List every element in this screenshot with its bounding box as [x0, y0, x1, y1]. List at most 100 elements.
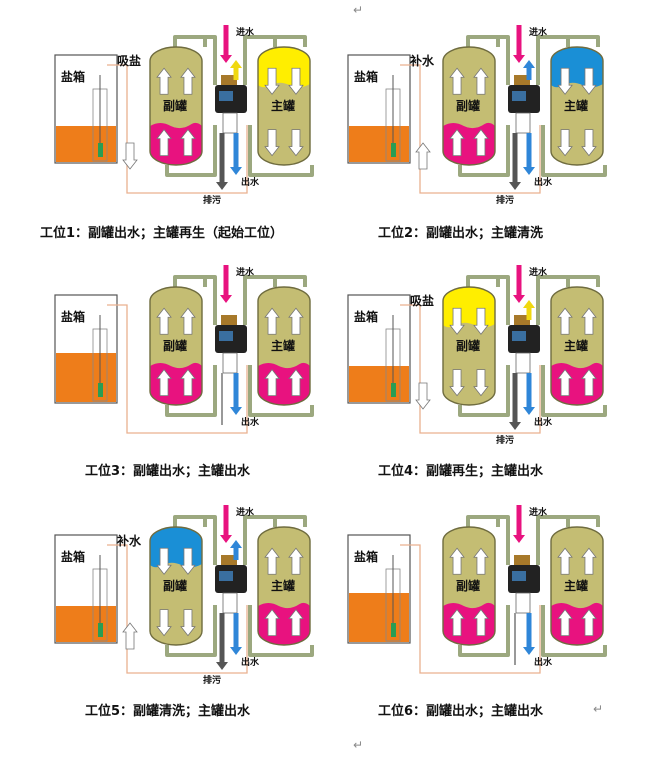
float-valve — [98, 143, 103, 157]
up-arrow-icon — [473, 67, 489, 95]
brine-line — [400, 64, 541, 194]
down-arrow-icon — [473, 369, 489, 397]
tank-label: 主罐 — [271, 98, 295, 113]
main-top-pipe — [273, 515, 307, 527]
up-arrow-icon — [264, 608, 280, 636]
salt-box-label: 盐箱 — [354, 69, 378, 84]
brine-level — [349, 366, 409, 402]
main-top-pipe — [566, 515, 600, 527]
control-valve — [215, 555, 247, 614]
up-arrow-icon — [288, 307, 304, 335]
tank-label: 副罐 — [163, 338, 187, 353]
down-arrow-icon — [473, 307, 489, 335]
valve-cap — [514, 315, 530, 325]
drain-arrow — [509, 133, 521, 190]
pipe-network — [165, 35, 314, 177]
down-arrow-icon — [122, 142, 138, 170]
inlet-label: 进水 — [529, 266, 548, 278]
exhausted-zone — [443, 122, 495, 165]
valve-display — [219, 331, 233, 341]
up-arrow-icon — [557, 608, 573, 636]
main-to-valve-pipe — [243, 275, 275, 325]
regen-zone — [443, 287, 495, 328]
up-arrow-icon — [122, 622, 138, 650]
aux-to-valve-pipe — [205, 275, 217, 325]
valve-port — [515, 592, 531, 614]
exhausted-zone — [551, 362, 603, 405]
inlet-arrow — [220, 505, 232, 543]
control-valve — [508, 555, 540, 614]
valve-port — [222, 352, 238, 374]
caption-stage-5: 工位5：副罐清洗；主罐出水 — [85, 704, 251, 719]
up-arrow-icon — [156, 128, 172, 156]
salt-box-label: 盐箱 — [61, 69, 85, 84]
tank-outline — [257, 46, 311, 166]
aux-tank: 副罐 — [149, 286, 203, 406]
drain-arrow — [216, 133, 228, 190]
tank-label: 副罐 — [163, 98, 187, 113]
main-bottom-pipe — [248, 365, 314, 417]
tank-label: 主罐 — [564, 578, 588, 593]
salt-box: 盐箱 — [54, 54, 118, 164]
main-tank: 主罐 — [257, 46, 311, 166]
rinse-zone — [551, 47, 603, 88]
up-arrow-icon — [581, 368, 597, 396]
up-arrow-icon — [156, 67, 172, 95]
aux-to-valve-pipe — [205, 35, 217, 85]
valve-display — [512, 571, 526, 581]
up-arrow-icon — [180, 307, 196, 335]
drain-arrow — [509, 373, 521, 430]
regen-flow-arrow — [523, 60, 535, 80]
down-arrow-icon — [180, 609, 196, 637]
down-arrow-icon — [288, 129, 304, 157]
tank-label: 主罐 — [271, 338, 295, 353]
caption-stage-6: 工位6：副罐出水；主罐出水 — [378, 704, 544, 719]
tank-label: 主罐 — [564, 98, 588, 113]
salt-box-label: 盐箱 — [61, 309, 85, 324]
exhausted-zone — [150, 362, 202, 405]
aux-top-pipe — [466, 35, 500, 47]
outlet-arrow — [230, 373, 242, 415]
main-bottom-pipe — [541, 365, 607, 417]
outlet-label: 出水 — [241, 416, 260, 428]
main-top-pipe — [566, 275, 600, 287]
up-arrow-icon — [288, 608, 304, 636]
brine-tag: 吸盐 — [117, 53, 141, 68]
outlet-arrow — [523, 373, 535, 415]
brine-level — [56, 353, 116, 402]
down-arrow-icon — [264, 67, 280, 95]
up-arrow-icon — [581, 608, 597, 636]
down-arrow-icon — [557, 129, 573, 157]
caption-stage-2: 工位2：副罐出水；主罐清洗 — [378, 226, 544, 241]
paragraph-mark-right: ↵ — [593, 702, 604, 716]
inlet-label: 进水 — [529, 26, 548, 38]
aux-tank: 副罐 — [442, 46, 496, 166]
pipe-network — [165, 515, 314, 657]
up-arrow-icon — [415, 142, 431, 170]
exhausted-zone — [258, 602, 310, 645]
outlet-label: 出水 — [241, 176, 260, 188]
main-top-pipe — [566, 35, 600, 47]
salt-box: 盐箱 — [54, 534, 118, 644]
stage-panel-2: 盐箱补水副罐主罐进水出水排污 — [347, 25, 607, 206]
down-arrow-icon — [156, 609, 172, 637]
drain-label: 排污 — [496, 194, 514, 206]
salt-box: 盐箱 — [347, 534, 411, 644]
main-top-pipe — [273, 35, 307, 47]
control-valve — [508, 75, 540, 134]
brine-level — [56, 606, 116, 642]
aux-top-pipe — [466, 275, 500, 287]
tank-label: 副罐 — [456, 98, 480, 113]
float-valve — [98, 383, 103, 397]
up-arrow-icon — [180, 128, 196, 156]
up-arrow-icon — [473, 128, 489, 156]
valve-port — [222, 112, 238, 134]
outlet-label: 出水 — [534, 176, 553, 188]
main-to-valve-pipe — [536, 515, 568, 565]
pipe-network — [458, 515, 607, 657]
main-top-pipe — [273, 275, 307, 287]
tank-outline — [550, 526, 604, 646]
brine-line — [107, 64, 248, 194]
main-to-valve-pipe — [243, 515, 275, 565]
outlet-label: 出水 — [534, 416, 553, 428]
